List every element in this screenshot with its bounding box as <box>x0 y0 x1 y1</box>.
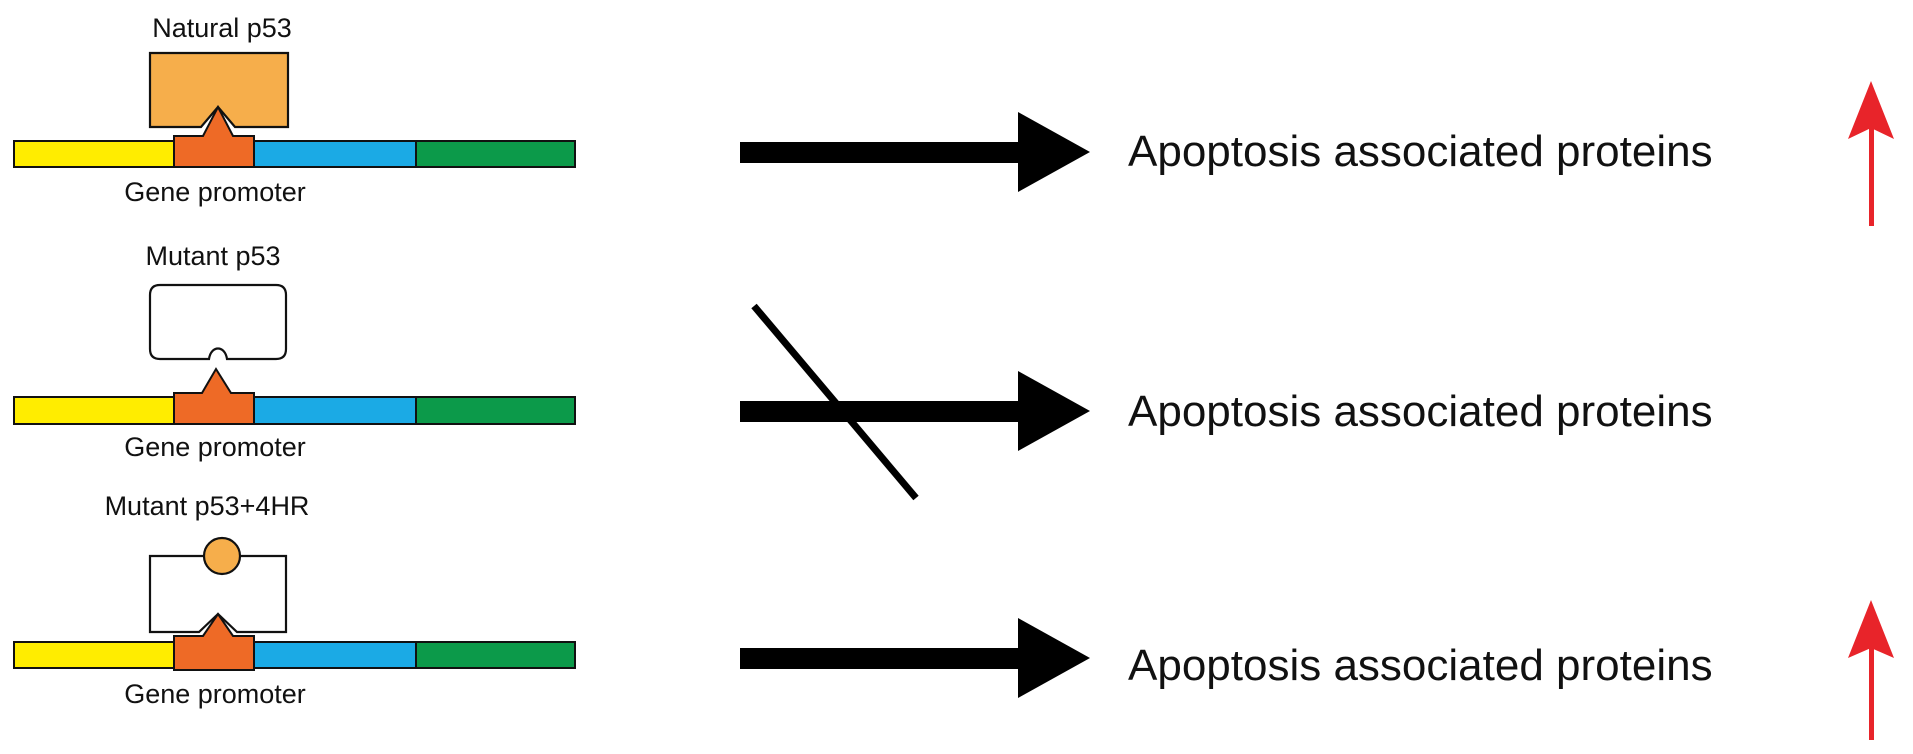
up-arrow-shaft <box>1869 648 1874 740</box>
arrow-shaft <box>740 142 1030 163</box>
right-arrow-icon <box>740 112 1090 192</box>
strike-line-icon <box>751 303 919 501</box>
mutant-p53-protein <box>148 283 288 361</box>
right-arrow-icon <box>740 618 1090 698</box>
gene-promoter-block <box>173 104 255 168</box>
dna-strand <box>13 104 576 168</box>
dna-segment-green <box>415 641 576 669</box>
gene-promoter-label: Gene promoter <box>124 177 306 207</box>
dna-strand <box>13 367 576 425</box>
row-mutant-p53: Mutant p53 Gene promoter Apoptosis assoc… <box>13 241 1713 501</box>
protein-label: Natural p53 <box>152 13 292 43</box>
arrow-head <box>1018 371 1090 451</box>
up-arrow-shaft <box>1869 128 1874 226</box>
up-arrow-head <box>1848 600 1894 658</box>
dna-segment-blue <box>253 140 417 168</box>
protein-label: Mutant p53+4HR <box>105 491 310 521</box>
dna-segment-yellow <box>13 396 175 425</box>
gene-promoter-label: Gene promoter <box>124 432 306 462</box>
dna-segment-green <box>415 396 576 425</box>
right-arrow-icon <box>740 371 1090 451</box>
gene-promoter-block <box>173 367 255 425</box>
outcome-label: Apoptosis associated proteins <box>1128 387 1713 436</box>
up-arrow-icon <box>1848 600 1894 740</box>
dna-segment-blue <box>253 396 417 425</box>
arrow-shaft <box>740 648 1030 669</box>
4hr-compound-circle <box>202 536 242 576</box>
up-arrow-head <box>1848 81 1894 139</box>
row-natural-p53: Natural p53 Gene promoter Apoptosis asso… <box>13 13 1894 226</box>
arrow-head <box>1018 112 1090 192</box>
dna-segment-green <box>415 140 576 168</box>
dna-segment-yellow <box>13 641 175 669</box>
arrow-shaft <box>740 401 1030 422</box>
dna-segment-blue <box>253 641 417 669</box>
up-arrow-icon <box>1848 81 1894 226</box>
row-mutant-p53-4hr: Mutant p53+4HR Gene promoter Apoptosis a… <box>13 491 1894 740</box>
arrow-head <box>1018 618 1090 698</box>
protein-label: Mutant p53 <box>145 241 280 271</box>
mutant-p53-4hr-protein <box>148 554 288 634</box>
outcome-label: Apoptosis associated proteins <box>1128 641 1713 690</box>
dna-segment-yellow <box>13 140 175 168</box>
natural-p53-protein <box>148 51 290 129</box>
outcome-label: Apoptosis associated proteins <box>1128 127 1713 176</box>
gene-promoter-block <box>173 612 255 671</box>
dna-strand <box>13 612 576 671</box>
gene-promoter-label: Gene promoter <box>124 679 306 709</box>
